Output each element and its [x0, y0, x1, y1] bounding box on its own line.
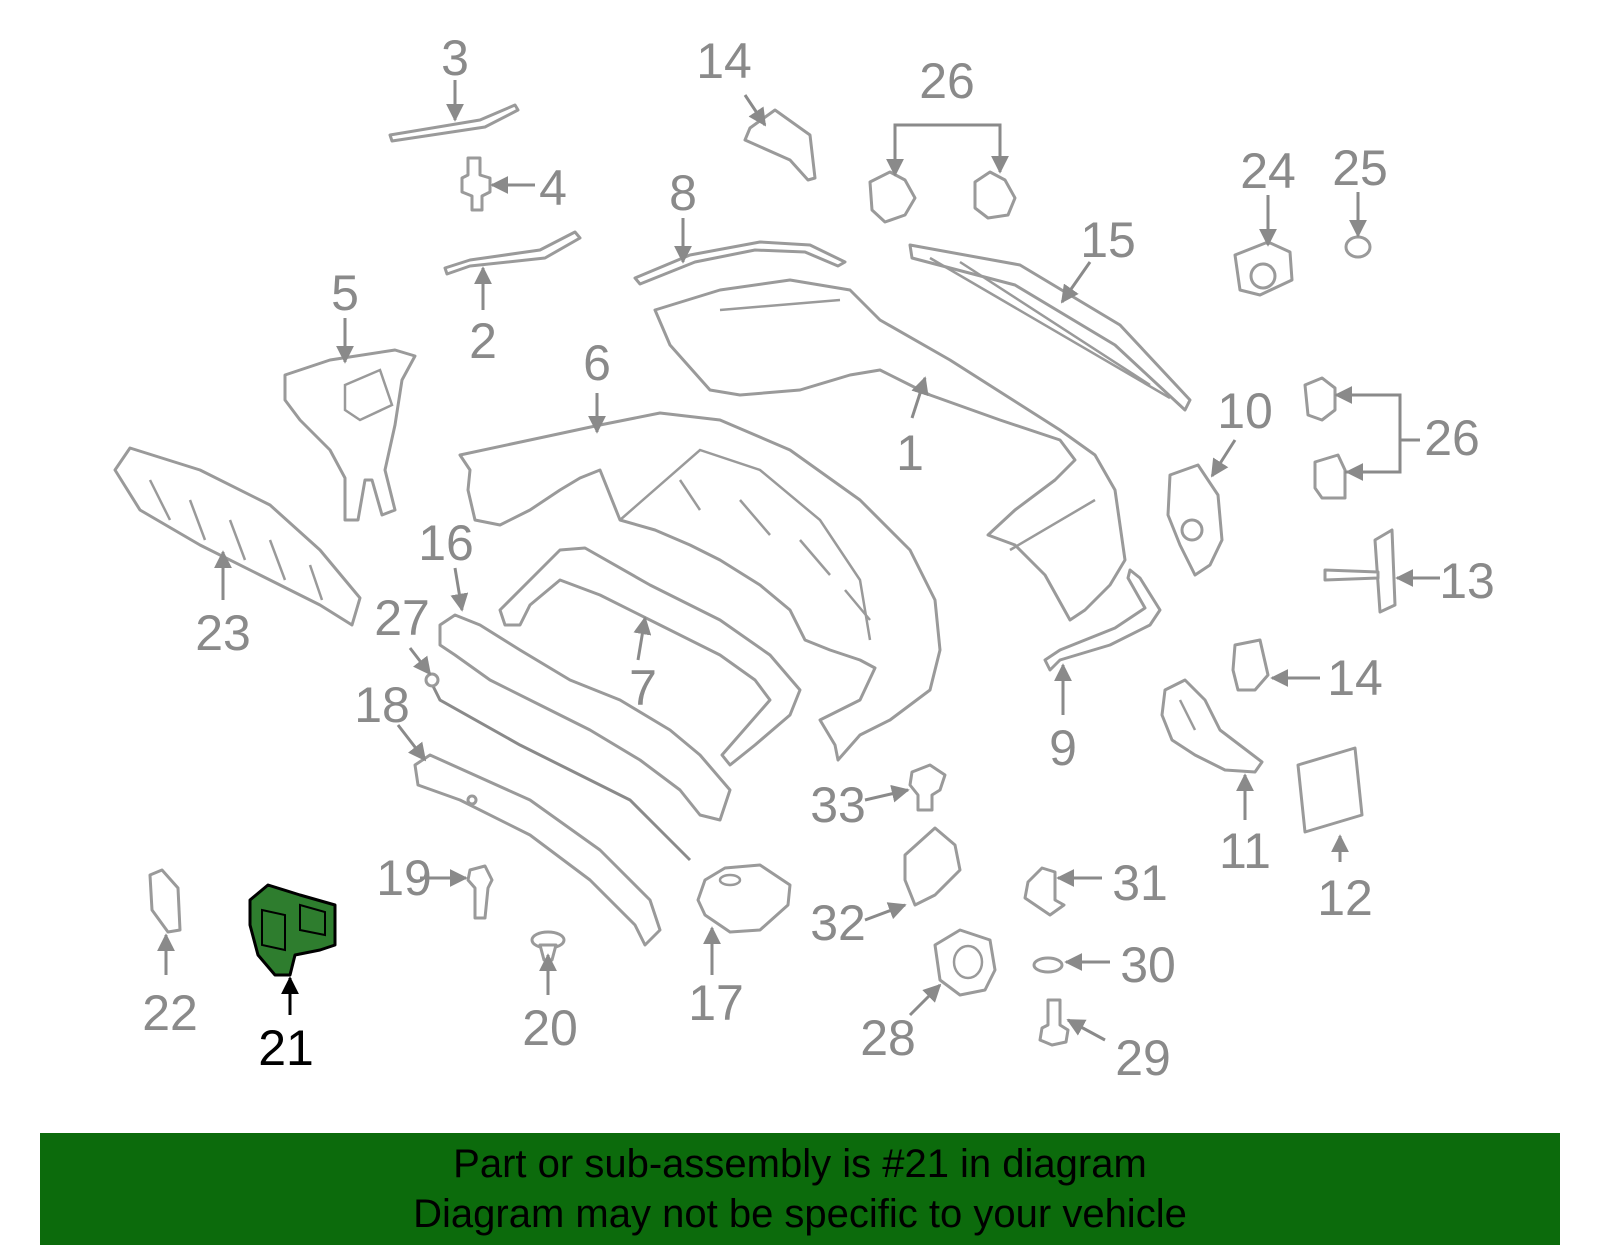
part-17-bracket: [696, 863, 792, 934]
part-25-grommet: [1344, 235, 1372, 259]
part-16-beam: [438, 613, 732, 822]
callout-26-right: 26: [1424, 410, 1480, 466]
callout-29: 29: [1115, 1030, 1171, 1086]
banner-line-2: Diagram may not be specific to your vehi…: [413, 1192, 1187, 1236]
callout-1: 1: [896, 425, 924, 481]
part-26-clips-upper: [868, 170, 1017, 224]
part-21-bracket-highlighted: [248, 883, 337, 977]
part-15-step-pad: [908, 243, 1192, 412]
part-30-washer: [1032, 956, 1064, 974]
part-10-lamp: [1166, 463, 1224, 577]
part-9-trim: [1043, 568, 1162, 672]
callout-31: 31: [1112, 855, 1168, 911]
callout-15: 15: [1080, 212, 1136, 268]
callout-12: 12: [1317, 870, 1373, 926]
callout-16: 16: [418, 515, 474, 571]
callout-18: 18: [354, 677, 410, 733]
callout-27: 27: [374, 590, 430, 646]
part-12-plate: [1296, 746, 1364, 834]
part-32-bracket: [903, 826, 962, 907]
callout-23: 23: [195, 605, 251, 661]
parts-diagram: 1 2 3 4 5 6 7 8 9 10 11 12 13 14 14 15 1…: [113, 30, 1495, 1086]
callout-10: 10: [1217, 383, 1273, 439]
part-5-bracket: [283, 348, 417, 522]
part-14-bracket-upper: [743, 108, 817, 182]
callout-24: 24: [1240, 143, 1296, 199]
callout-11: 11: [1219, 823, 1271, 879]
part-31-clip: [1023, 866, 1066, 917]
callout-3: 3: [441, 30, 469, 86]
callout-32: 32: [810, 895, 866, 951]
part-22-plate: [148, 868, 182, 934]
callout-28: 28: [860, 1010, 916, 1066]
callout-7: 7: [629, 660, 657, 716]
callout-20: 20: [522, 1000, 578, 1056]
callout-9: 9: [1049, 720, 1077, 776]
info-banner: Part or sub-assembly is #21 in diagram D…: [40, 1133, 1560, 1245]
part-1-bumper-cover: [653, 278, 1127, 622]
callout-6: 6: [583, 335, 611, 391]
part-4-clip: [460, 156, 492, 212]
callout-22: 22: [142, 985, 198, 1041]
part-3-trim-strip: [388, 103, 520, 143]
part-2-molding: [443, 230, 582, 276]
callout-5: 5: [331, 265, 359, 321]
callout-8: 8: [669, 165, 697, 221]
banner-line-1: Part or sub-assembly is #21 in diagram: [453, 1142, 1147, 1186]
part-23-absorber: [113, 446, 362, 627]
callout-2: 2: [469, 313, 497, 369]
part-11-bracket: [1160, 678, 1264, 774]
callout-21: 21: [258, 1020, 314, 1076]
part-14-bracket-lower: [1231, 638, 1270, 692]
part-29-bolt: [1038, 998, 1070, 1047]
callout-19: 19: [376, 850, 432, 906]
callout-14-upper: 14: [696, 33, 752, 89]
leader-lines: [157, 80, 1440, 1042]
callout-30: 30: [1120, 937, 1176, 993]
callout-13: 13: [1439, 553, 1495, 609]
part-24-sensor: [1233, 240, 1294, 297]
part-18-impact-bar: [413, 753, 662, 947]
callout-17: 17: [688, 975, 744, 1031]
callout-14-lower: 14: [1327, 650, 1383, 706]
part-33-clip: [908, 763, 947, 812]
callout-33: 33: [810, 777, 866, 833]
callout-labels: 1 2 3 4 5 6 7 8 9 10 11 12 13 14 14 15 1…: [142, 30, 1495, 1086]
part-19-screw: [466, 864, 494, 920]
part-6-bumper-main: [458, 411, 942, 762]
callout-4: 4: [539, 160, 567, 216]
callout-26-upper: 26: [919, 53, 975, 109]
part-28-sensor-holder: [933, 928, 997, 997]
part-26-clips-right: [1303, 376, 1347, 500]
part-8-trim: [633, 240, 847, 286]
part-27-harness: [424, 672, 692, 862]
callout-25: 25: [1332, 140, 1388, 196]
part-13-clip: [1323, 528, 1397, 614]
part-7-reinforcement: [498, 546, 802, 767]
